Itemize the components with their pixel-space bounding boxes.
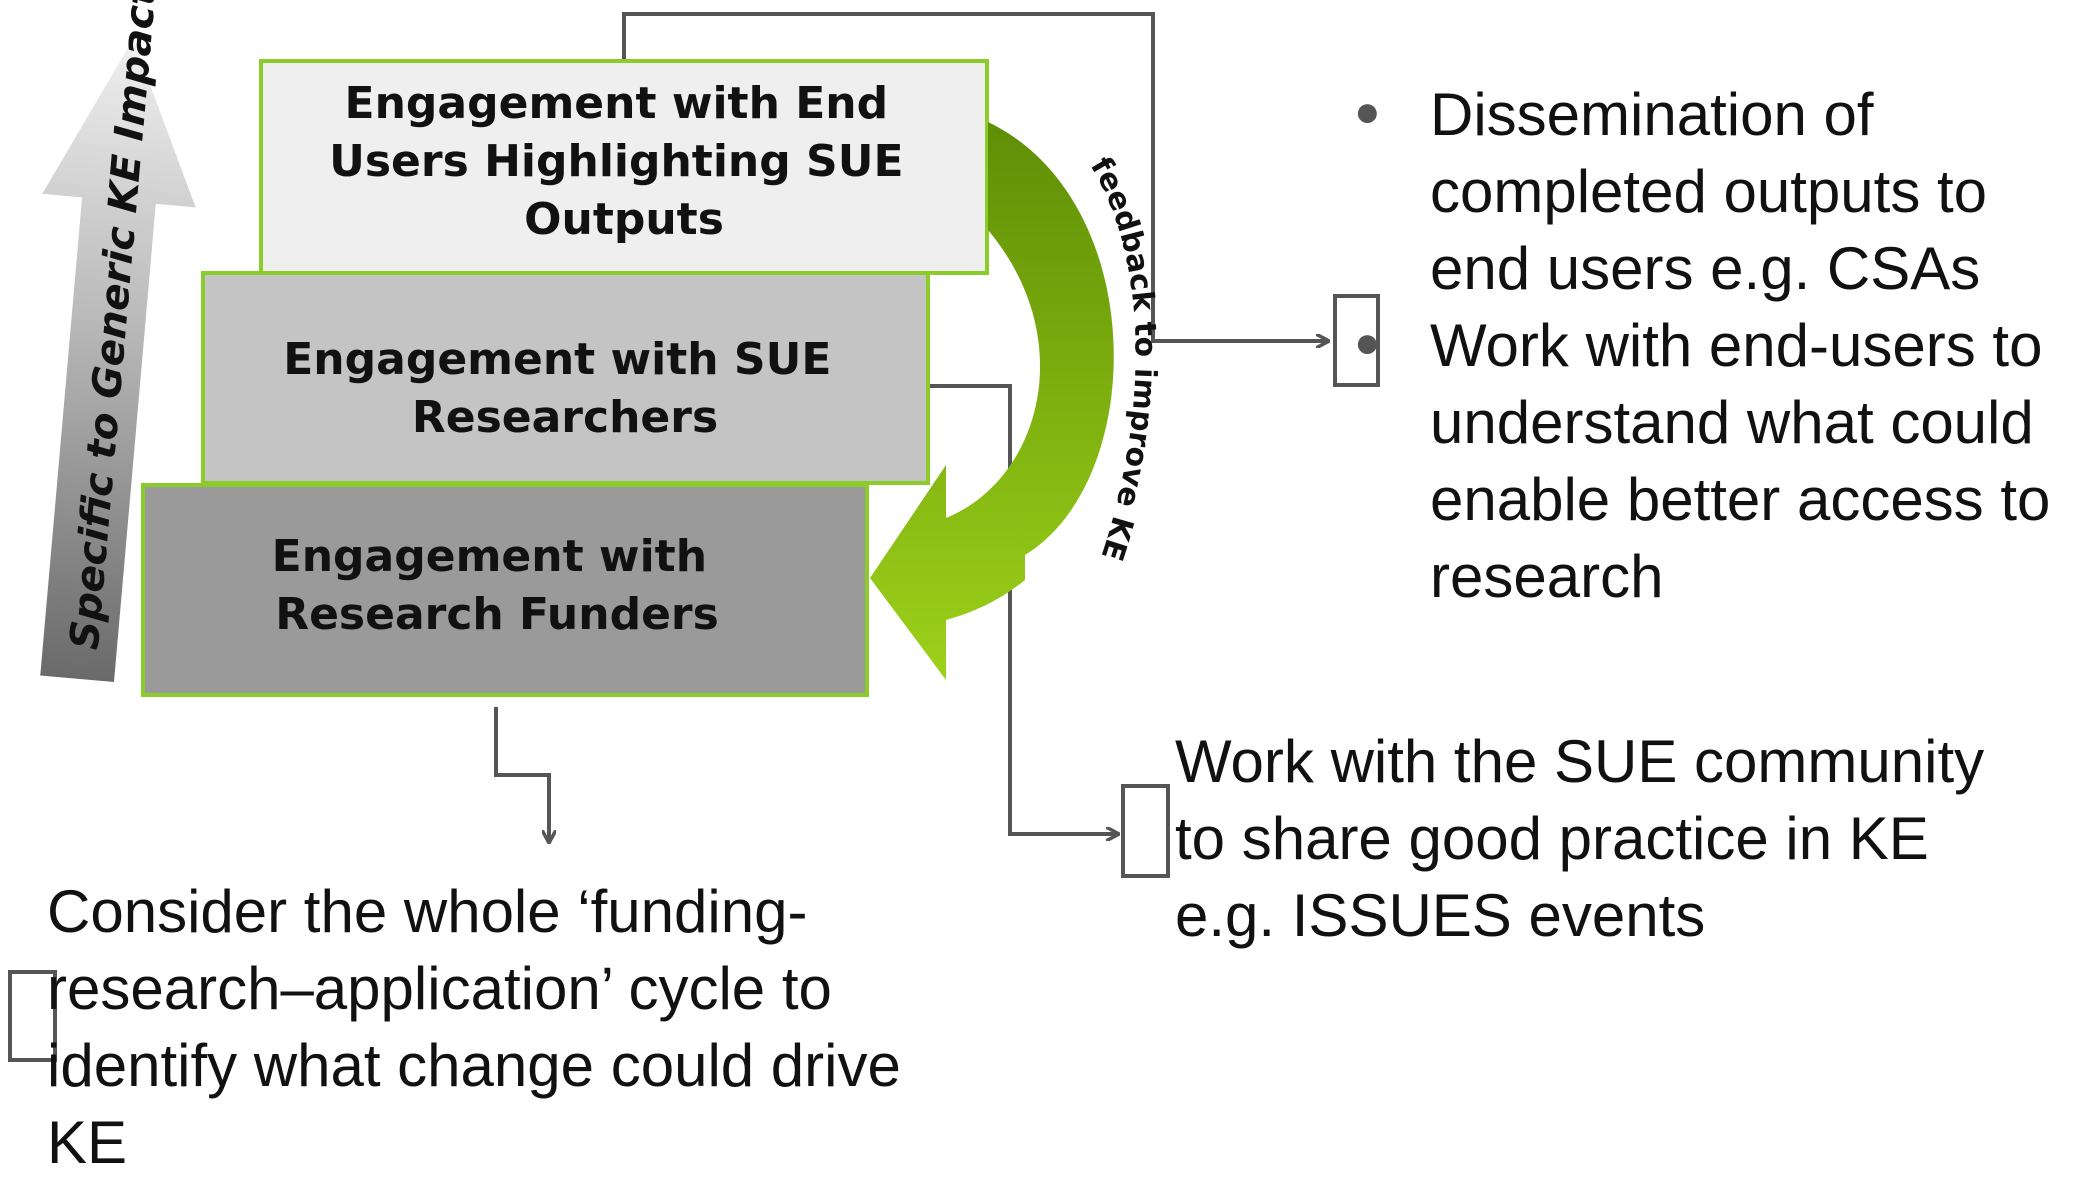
researchers-note-line-1: Work with the SUE community — [1175, 728, 1985, 795]
box-funders-line-1: Engagement with — [272, 531, 707, 582]
end-users-note-1-text: Dissemination of completed outputs to en… — [1430, 81, 1988, 302]
researchers-note-line-3: e.g. ISSUES events — [1175, 882, 1706, 949]
researchers-connector — [928, 384, 1118, 834]
end-users-note-2: ● Work with end-users to understand what… — [1330, 307, 2090, 615]
researchers-note: Work with the SUE community to share goo… — [1175, 723, 1984, 954]
svg-text:Engagement with Research: Engagement with Research Funders — [272, 531, 723, 640]
box-end-users-line-3: Outputs — [524, 194, 724, 245]
box-researchers-line-2: Researchers — [412, 392, 718, 443]
researchers-marker — [1121, 784, 1170, 878]
end-users-connector — [622, 12, 1328, 341]
box-funders: Engagement with Research Funders — [141, 483, 869, 697]
bullet-icon: ● — [1354, 318, 1381, 367]
funders-connector — [494, 707, 549, 842]
placeholder-markers — [8, 294, 1380, 1062]
svg-text:Engagement with End User: Engagement with End Users Highlighting S… — [329, 78, 919, 245]
funders-note-line-4: KE — [47, 1109, 128, 1176]
end-users-notes: ● Dissemination of completed outputs to … — [1330, 76, 2090, 615]
box-end-users-line-2: Users Highlighting SUE — [329, 136, 903, 187]
funders-note-line-2: research–application’ cycle to — [47, 955, 832, 1022]
connector-lines — [494, 12, 1328, 842]
end-users-note-2-text: Work with end-users to understand what c… — [1430, 312, 2051, 610]
funders-marker — [8, 970, 57, 1062]
funders-note-line-3: identify what change could drive — [47, 1032, 901, 1099]
funders-note: Consider the whole ‘funding- research–ap… — [47, 873, 901, 1181]
bullet-icon: ● — [1354, 87, 1381, 136]
box-end-users: Engagement with End Users Highlighting S… — [259, 59, 989, 275]
box-researchers: Engagement with SUE Researchers — [201, 271, 930, 485]
box-funders-line-2: Research Funders — [275, 589, 719, 640]
svg-text:Engagement with SUE Rese: Engagement with SUE Researchers — [283, 334, 846, 443]
end-users-marker — [1333, 294, 1380, 387]
funders-note-line-1: Consider the whole ‘funding- — [47, 878, 808, 945]
researchers-note-line-2: to share good practice in KE — [1175, 805, 1929, 872]
box-end-users-line-1: Engagement with End — [345, 78, 889, 129]
box-researchers-line-1: Engagement with SUE — [283, 334, 831, 385]
end-users-note-1: ● Dissemination of completed outputs to … — [1330, 76, 2090, 307]
